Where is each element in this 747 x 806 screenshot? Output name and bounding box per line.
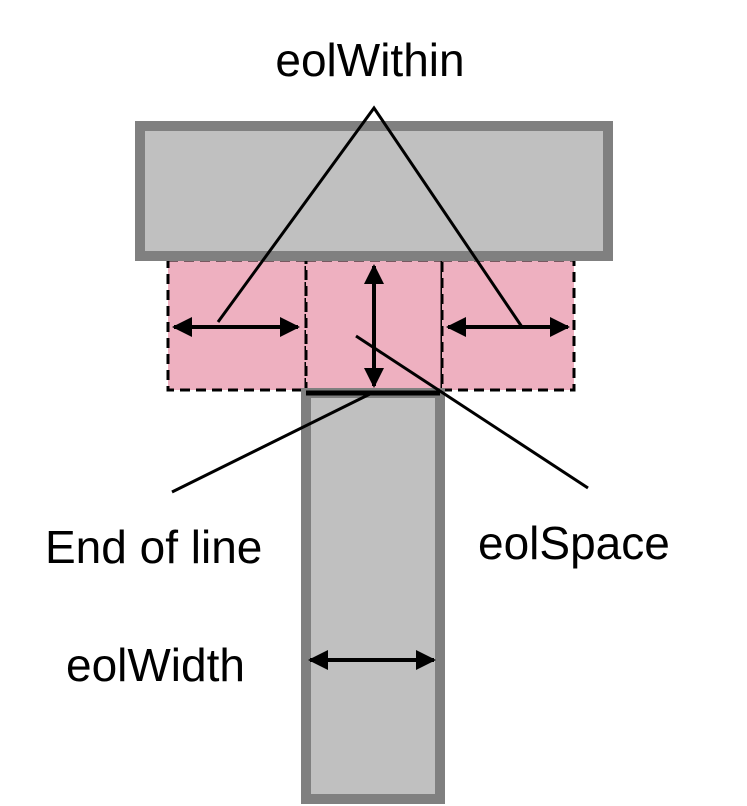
eol-within-leader <box>216 105 524 328</box>
top-wire-shape <box>135 121 613 261</box>
eol-width-label: eolWidth <box>66 639 245 691</box>
end-of-line-leader <box>171 391 373 494</box>
eol-space-leader <box>355 334 589 490</box>
eol-within-label: eolWithin <box>275 34 464 86</box>
vertical-wire-shape <box>301 388 445 804</box>
end-of-line-label: End of line <box>45 521 262 573</box>
eol-space-label: eolSpace <box>478 517 670 569</box>
